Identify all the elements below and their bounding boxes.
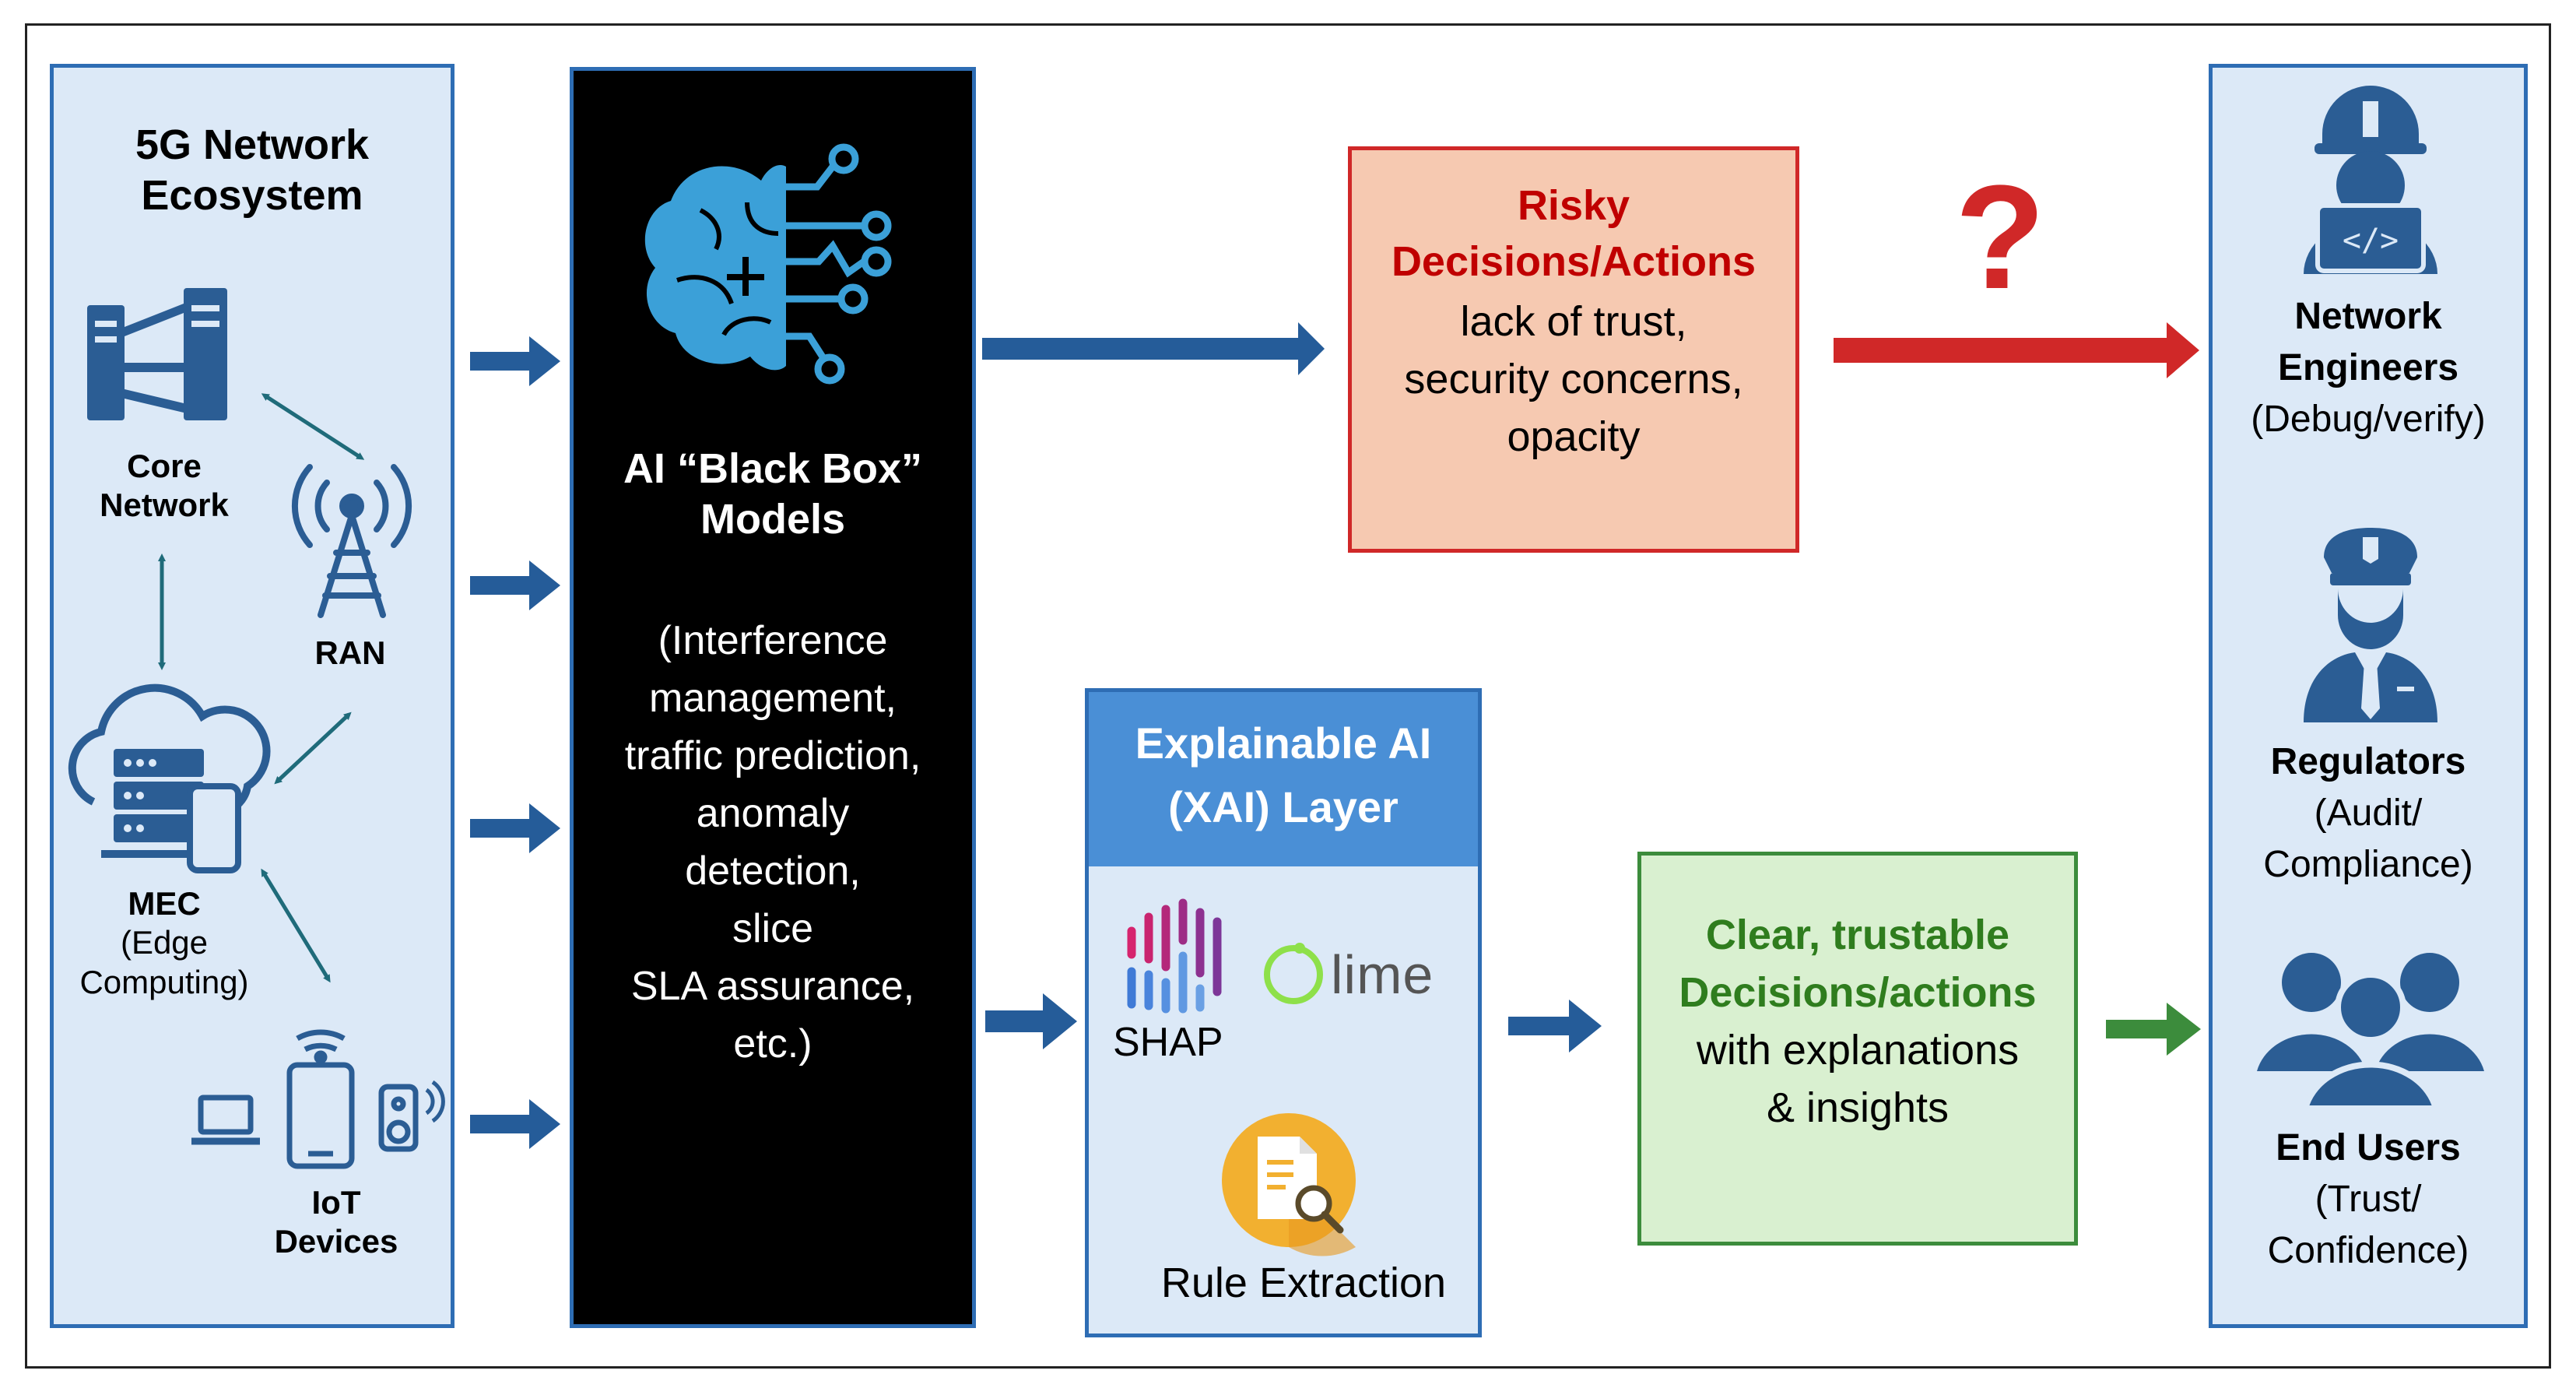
rule-extraction-label: Rule Extraction (1160, 1260, 1447, 1306)
clear-description: with explanations & insights (1696, 1027, 2020, 1131)
network-engineer-icon: </> (2304, 86, 2437, 274)
shap-label: SHAP (1113, 1020, 1223, 1065)
question-mark: ? (1954, 155, 2046, 320)
model-to-xai-arrow (985, 993, 1077, 1049)
mec-label: MEC (Edge Computing) (79, 885, 249, 1000)
clear-to-stakeholders-arrow (2106, 1003, 2201, 1056)
risky-decisions-box (1348, 146, 1799, 553)
diagram-frame (25, 23, 2551, 1369)
lime-logo-icon (1264, 943, 1323, 1004)
network-engineers-label: Network Engineers (Debug/verify) (2251, 296, 2486, 440)
ecosystem-to-model-arrows (470, 336, 560, 1149)
svg-text:</>: </> (2343, 223, 2399, 258)
end-users-group-icon (2257, 953, 2484, 1112)
ran-tower-icon (291, 464, 412, 618)
xai-title: Explainable AI (XAI) Layer (1135, 719, 1432, 831)
shap-logo (1127, 898, 1222, 1014)
iot-devices-icon (191, 1029, 445, 1169)
core-network-icon (87, 288, 227, 420)
ran-label: RAN (314, 634, 386, 671)
clear-decisions-box (1637, 852, 2078, 1246)
risky-description: lack of trust, security concerns, opacit… (1404, 298, 1743, 460)
risky-title: Risky Decisions/Actions (1391, 182, 1757, 285)
rule-extraction-icon (1222, 1113, 1356, 1256)
regulators-label: Regulators (Audit/ Compliance) (2263, 741, 2473, 885)
blackbox-title: AI “Black Box” Models (623, 445, 923, 543)
brain-circuit-icon (644, 143, 892, 385)
mec-cloud-server-icon (68, 683, 271, 873)
end-users-label: End Users (Trust/ Confidence) (2267, 1127, 2469, 1271)
ecosystem-title: 5G Network Ecosystem (135, 121, 370, 219)
xai-to-clear-arrow (1508, 1000, 1602, 1052)
xai-header (1089, 692, 1478, 866)
ecosystem-connectors (158, 393, 365, 983)
model-to-risky-arrow (982, 322, 1325, 375)
clear-title: Clear, trustable Decisions/actions (1679, 912, 2037, 1016)
risky-to-stakeholders-arrow (1834, 322, 2199, 378)
core-network-label: Core Network (100, 448, 229, 524)
iot-devices-label: IoT Devices (274, 1184, 398, 1260)
blackbox-description: (Interference management, traffic predic… (624, 618, 921, 1066)
regulator-officer-icon (2304, 528, 2437, 722)
lime-label: lime (1331, 944, 1434, 1005)
